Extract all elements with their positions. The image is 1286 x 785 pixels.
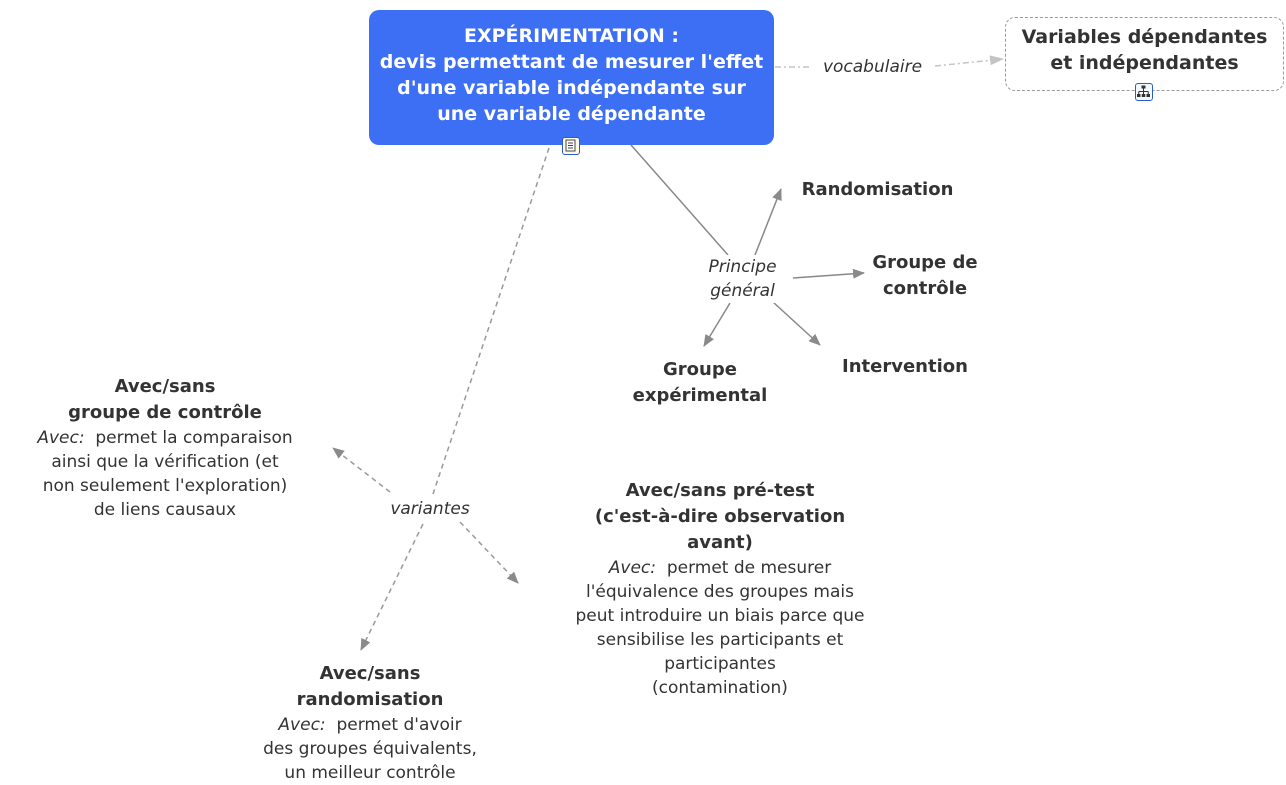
vocab-concept-node[interactable]: Variables dépendantes et indépendantes [1005,17,1284,91]
central-concept-node[interactable]: EXPÉRIMENTATION : devis permettant de me… [369,10,774,145]
variante-pretest-line-2: l'équivalence des groupes mais [586,582,854,602]
principe-general-link-label: Principe général [695,255,790,303]
central-line-2: d'une variable indépendante sur [397,76,746,99]
groupe-experimental-line-1: Groupe [663,359,737,380]
groupe-experimental-node[interactable]: Groupe expérimental [610,357,790,409]
vocabulaire-link-label: vocabulaire [810,55,935,79]
variante-controle-title-2: groupe de contrôle [68,402,262,423]
variante-random-text-1: permet d'avoir [336,715,462,735]
notes-icon[interactable] [562,137,580,155]
variantes-link-label: variantes [375,497,485,521]
variante-pretest-node[interactable]: Avec/sans pré-test (c'est-à-dire observa… [515,478,925,700]
variante-random-title-2: randomisation [296,689,444,710]
variante-controle-line-1: Avec: permet la comparaison [0,426,330,450]
variante-pretest-title-2: (c'est-à-dire observation [594,506,846,527]
variante-pretest-avec-label: Avec: [608,558,656,578]
randomisation-node[interactable]: Randomisation [801,179,954,200]
groupe-controle-node[interactable]: Groupe de contrôle [860,250,990,302]
variante-pretest-line-6: (contamination) [652,678,788,698]
vocab-connector-right [934,55,1004,67]
variante-pretest-line-5: participantes [664,654,776,674]
variante-controle-line-3: non seulement l'exploration) [42,476,288,496]
variante-pretest-line-3: peut introduire un biais parce que [575,606,865,626]
variante-controle-line-4: de liens causaux [93,500,237,520]
variante-controle-avec-label: Avec: [37,428,85,448]
vocab-line-2: et indépendantes [1050,52,1239,74]
variante-pretest-text-1: permet de mesurer [666,558,832,578]
variante-random-line-2: des groupes équivalents, [263,739,477,759]
sitemap-icon[interactable] [1135,83,1153,101]
groupe-controle-line-1: Groupe de [872,252,978,273]
vocab-line-1: Variables dépendantes [1021,26,1268,48]
arrow-groupe-experimental [703,302,731,347]
variante-groupe-controle-node[interactable]: Avec/sans groupe de contrôle Avec: perme… [0,374,330,522]
arrow-variante-controle [332,447,391,493]
variante-random-avec-label: Avec: [278,715,326,735]
arrow-intervention [772,301,821,346]
arrow-randomisation [754,188,782,256]
arrow-variante-pretest [459,521,519,584]
variante-random-title-1: Avec/sans [319,663,421,684]
variante-pretest-title-1: Avec/sans pré-test [625,480,815,501]
arrow-variante-randomisation [360,523,424,651]
variante-controle-text-1: permet la comparaison [95,428,293,448]
central-title: EXPÉRIMENTATION : [463,24,680,47]
principe-connector-in [630,144,729,256]
variante-pretest-title-3: avant) [687,532,753,553]
variante-pretest-line-1: Avec: permet de mesurer [515,556,925,580]
principe-label-line-1: Principe [708,257,777,277]
groupe-experimental-line-2: expérimental [632,385,768,406]
groupe-controle-line-2: contrôle [882,278,968,299]
variante-pretest-line-4: sensibilise les participants et [596,630,844,650]
variantes-connector-in [431,147,550,498]
variante-random-line-1: Avec: permet d'avoir [200,713,540,737]
arrow-groupe-controle [792,268,865,279]
central-line-1: devis permettant de mesurer l'effet [379,50,764,73]
variante-random-line-3: un meilleur contrôle [284,763,456,783]
variante-randomisation-node[interactable]: Avec/sans randomisation Avec: permet d'a… [200,661,540,785]
principe-label-line-2: général [710,281,775,301]
intervention-node[interactable]: Intervention [842,356,968,377]
central-line-3: une variable dépendante [437,102,706,125]
variante-controle-title-1: Avec/sans [114,376,216,397]
variante-controle-line-2: ainsi que la vérification (et [51,452,279,472]
